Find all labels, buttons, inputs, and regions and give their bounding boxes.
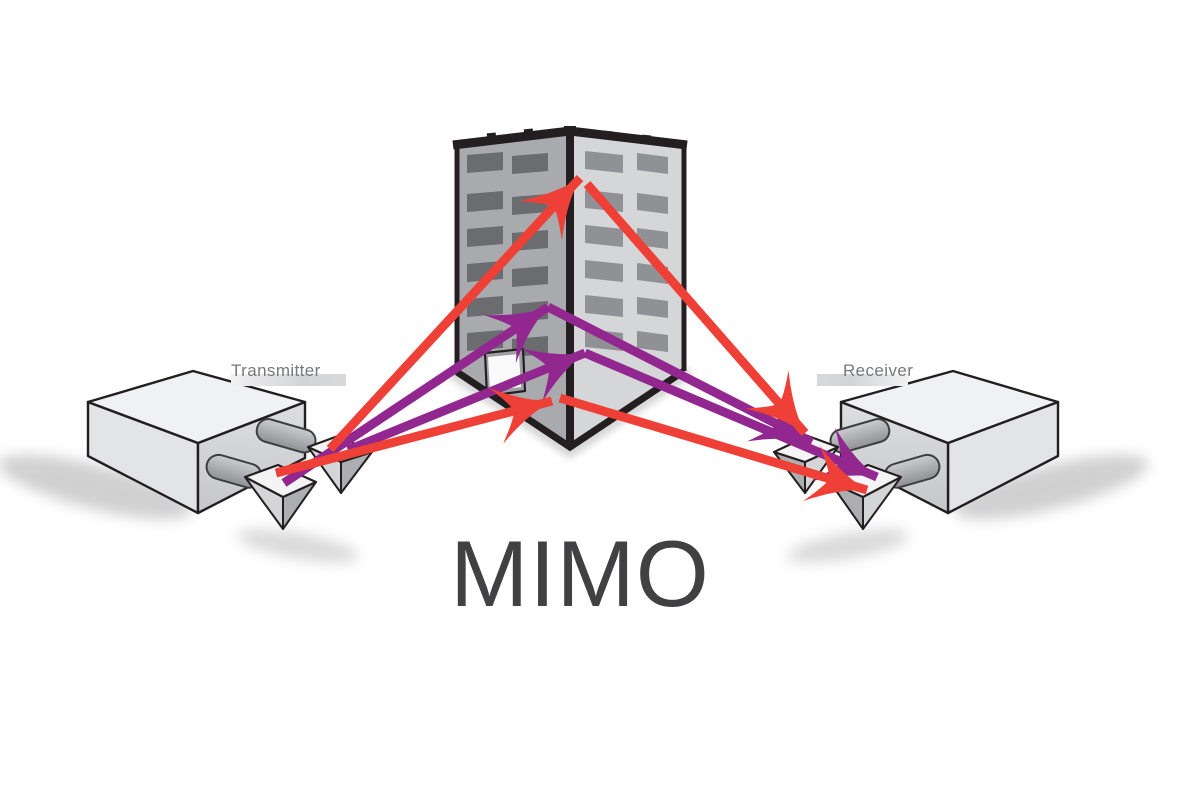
purple-path-1-incident (281, 303, 551, 487)
red-path-2-reflected (558, 393, 869, 502)
receiver-label: Receiver (843, 361, 914, 380)
red-path-1-incident (326, 174, 584, 453)
building-right-face (570, 131, 684, 445)
receiver-label-bar (817, 374, 908, 386)
purple-path-2-incident (346, 348, 587, 455)
diagram-title: MIMO (450, 521, 710, 626)
receiver-unit (774, 371, 1153, 570)
transmitter-unit (0, 371, 372, 570)
red-path-1-reflected (583, 181, 809, 436)
building-roof-notches (486, 126, 652, 143)
transmitter-label-bar (231, 374, 346, 386)
red-path-2-incident (274, 387, 554, 478)
transmitter-label: Transmitter (231, 361, 321, 380)
signal-paths (274, 174, 879, 502)
